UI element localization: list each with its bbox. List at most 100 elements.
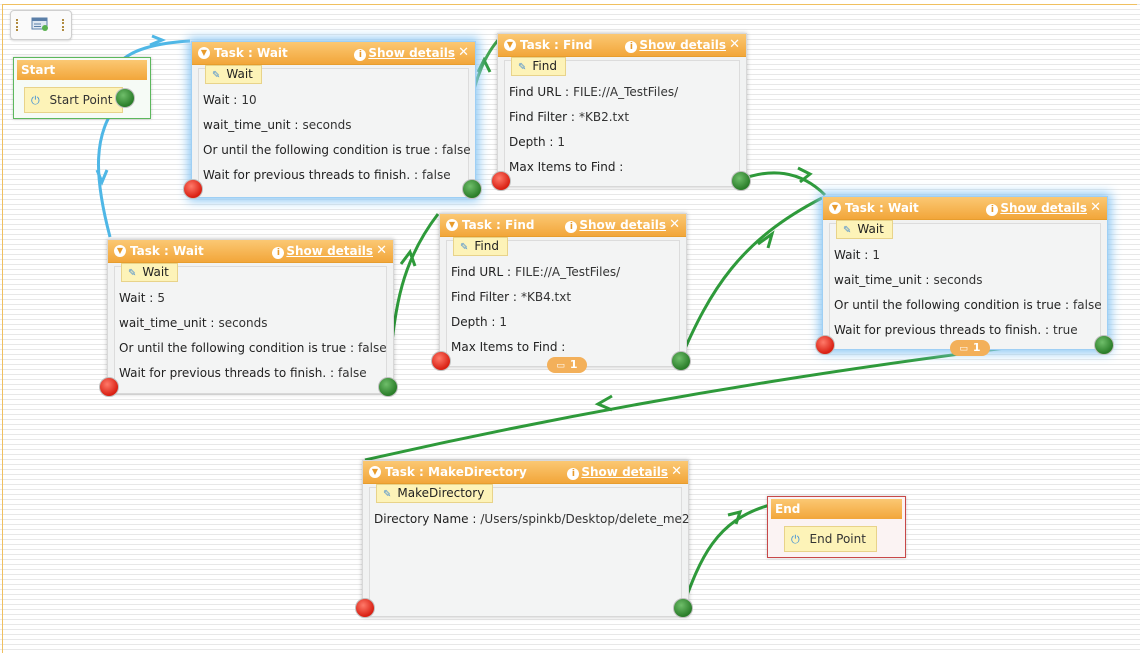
pencil-icon: ✎: [212, 70, 221, 81]
close-icon[interactable]: ✕: [1090, 200, 1101, 215]
success-port[interactable]: [673, 598, 693, 618]
start-point[interactable]: ⏻ Start Point: [24, 87, 124, 113]
start-node[interactable]: Start ⏻ Start Point: [13, 57, 151, 119]
success-port[interactable]: [671, 351, 691, 371]
end-point-label: End Point: [809, 532, 866, 546]
start-node-title: Start: [17, 60, 147, 80]
comment-icon: ▭: [556, 361, 565, 371]
canvas-toolbar: [10, 10, 72, 40]
prop-row: Max Items to Find :: [509, 160, 624, 174]
info-icon: i: [272, 247, 285, 259]
pencil-icon: ✎: [383, 489, 392, 500]
prop-row: Wait for previous threads to finish. :fa…: [203, 168, 451, 182]
task-name-tag[interactable]: ✎Find: [511, 57, 566, 76]
failure-port[interactable]: [815, 335, 835, 355]
close-icon[interactable]: ✕: [671, 464, 682, 479]
comment-badge[interactable]: ▭1: [950, 340, 990, 356]
task-name-tag[interactable]: ✎Find: [453, 237, 508, 256]
task-name-tag[interactable]: ✎MakeDirectory: [376, 484, 494, 503]
prop-row: Directory Name :/Users/spinkb/Desktop/de…: [374, 512, 690, 526]
chevron-down-icon[interactable]: ▼: [504, 39, 516, 51]
prop-row: Or until the following condition is true…: [119, 341, 387, 355]
chevron-down-icon[interactable]: ▼: [446, 219, 458, 231]
task-name-tag[interactable]: ✎Wait: [121, 263, 178, 282]
failure-port[interactable]: [355, 598, 375, 618]
toolbar-grip-icon[interactable]: [16, 19, 20, 31]
task-title: Task : MakeDirectory: [385, 465, 527, 479]
info-icon: i: [986, 204, 999, 216]
failure-port[interactable]: [183, 179, 203, 199]
task-title: Task : Wait: [214, 46, 288, 60]
prop-row: Or until the following condition is true…: [834, 298, 1102, 312]
start-output-port[interactable]: [115, 88, 135, 108]
task-title: Task : Wait: [845, 201, 919, 215]
task-title: Task : Find: [462, 218, 535, 232]
pencil-icon: ✎: [518, 62, 527, 73]
pencil-icon: ✎: [460, 242, 469, 253]
info-icon: i: [354, 49, 367, 61]
failure-port[interactable]: [431, 351, 451, 371]
prop-row: Wait :10: [203, 93, 257, 107]
info-icon: i: [565, 221, 578, 233]
prop-row: Find URL :FILE://A_TestFiles/: [509, 85, 679, 99]
task-title: Task : Wait: [130, 244, 204, 258]
task-name-tag[interactable]: ✎Wait: [836, 220, 893, 239]
failure-port[interactable]: [491, 171, 511, 191]
prop-row: wait_time_unit :seconds: [834, 273, 983, 287]
comment-badge[interactable]: ▭1: [547, 357, 587, 373]
success-port[interactable]: [1094, 335, 1114, 355]
end-node[interactable]: End ⏻ End Point: [767, 496, 906, 558]
info-icon: i: [625, 41, 638, 53]
prop-row: Find URL :FILE://A_TestFiles/: [451, 265, 621, 279]
prop-row: Wait :5: [119, 291, 165, 305]
success-port[interactable]: [731, 171, 751, 191]
chevron-down-icon[interactable]: ▼: [369, 466, 381, 478]
comment-icon: ▭: [959, 344, 968, 354]
prop-row: wait_time_unit :seconds: [119, 316, 268, 330]
power-icon: ⏻: [791, 533, 800, 546]
toolbar-grip-icon[interactable]: [62, 19, 66, 31]
prop-row: wait_time_unit :seconds: [203, 118, 352, 132]
start-point-label: Start Point: [49, 93, 113, 107]
chevron-down-icon[interactable]: ▼: [829, 202, 841, 214]
chevron-down-icon[interactable]: ▼: [114, 245, 126, 257]
prop-row: Depth :1: [451, 315, 508, 329]
properties-icon[interactable]: [31, 17, 49, 31]
close-icon[interactable]: ✕: [669, 217, 680, 232]
chevron-down-icon[interactable]: ▼: [198, 47, 210, 59]
pencil-icon: ✎: [128, 268, 137, 279]
prop-row: Find Filter :*KB2.txt: [509, 110, 630, 124]
info-icon: i: [567, 468, 580, 480]
workflow-canvas[interactable]: [2, 4, 1137, 653]
pencil-icon: ✎: [843, 225, 852, 236]
success-port[interactable]: [378, 377, 398, 397]
task-name-tag[interactable]: ✎Wait: [205, 65, 262, 84]
close-icon[interactable]: ✕: [376, 243, 387, 258]
prop-row: Wait for previous threads to finish. :tr…: [834, 323, 1078, 337]
prop-row: Find Filter :*KB4.txt: [451, 290, 572, 304]
prop-row: Wait :1: [834, 248, 880, 262]
prop-row: Or until the following condition is true…: [203, 143, 471, 157]
prop-row: Wait for previous threads to finish. :fa…: [119, 366, 367, 380]
task-title: Task : Find: [520, 38, 593, 52]
close-icon[interactable]: ✕: [458, 45, 469, 60]
success-port[interactable]: [462, 179, 482, 199]
end-node-title: End: [771, 499, 902, 519]
close-icon[interactable]: ✕: [729, 37, 740, 52]
end-point[interactable]: ⏻ End Point: [784, 526, 877, 552]
prop-row: Depth :1: [509, 135, 566, 149]
failure-port[interactable]: [99, 377, 119, 397]
power-icon: ⏻: [31, 94, 40, 107]
